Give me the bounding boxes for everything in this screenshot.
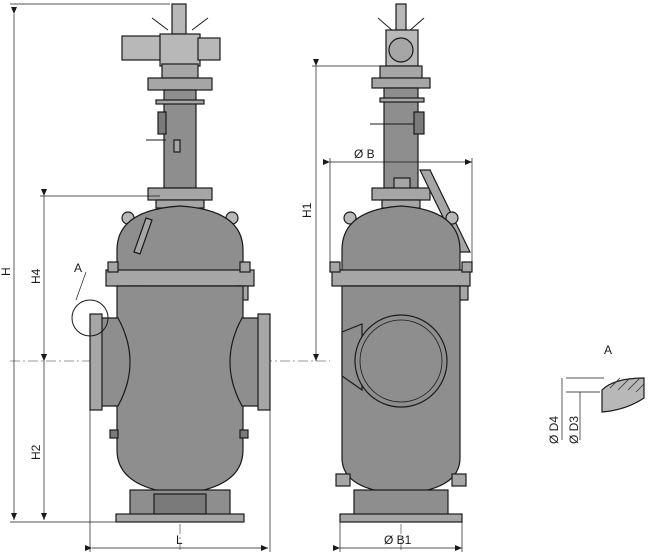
callout-label-A: A (74, 261, 82, 275)
dim-label-D3: Ø D3 (567, 416, 581, 444)
dim-label-H4: H4 (29, 268, 43, 284)
dim-label-B: Ø B (354, 147, 375, 161)
detail-a (561, 377, 645, 440)
dim-label-H2: H2 (29, 444, 43, 460)
dim-label-H1: H1 (300, 202, 314, 218)
dim-label-D4: Ø D4 (547, 416, 561, 444)
dim-label-H: H (0, 267, 13, 276)
dimensions (10, 3, 473, 552)
detail-title-A: A (604, 343, 612, 357)
side-view (329, 3, 473, 550)
front-view (10, 3, 330, 550)
dim-label-B1: Ø B1 (384, 533, 412, 547)
dim-label-L: L (176, 533, 183, 547)
